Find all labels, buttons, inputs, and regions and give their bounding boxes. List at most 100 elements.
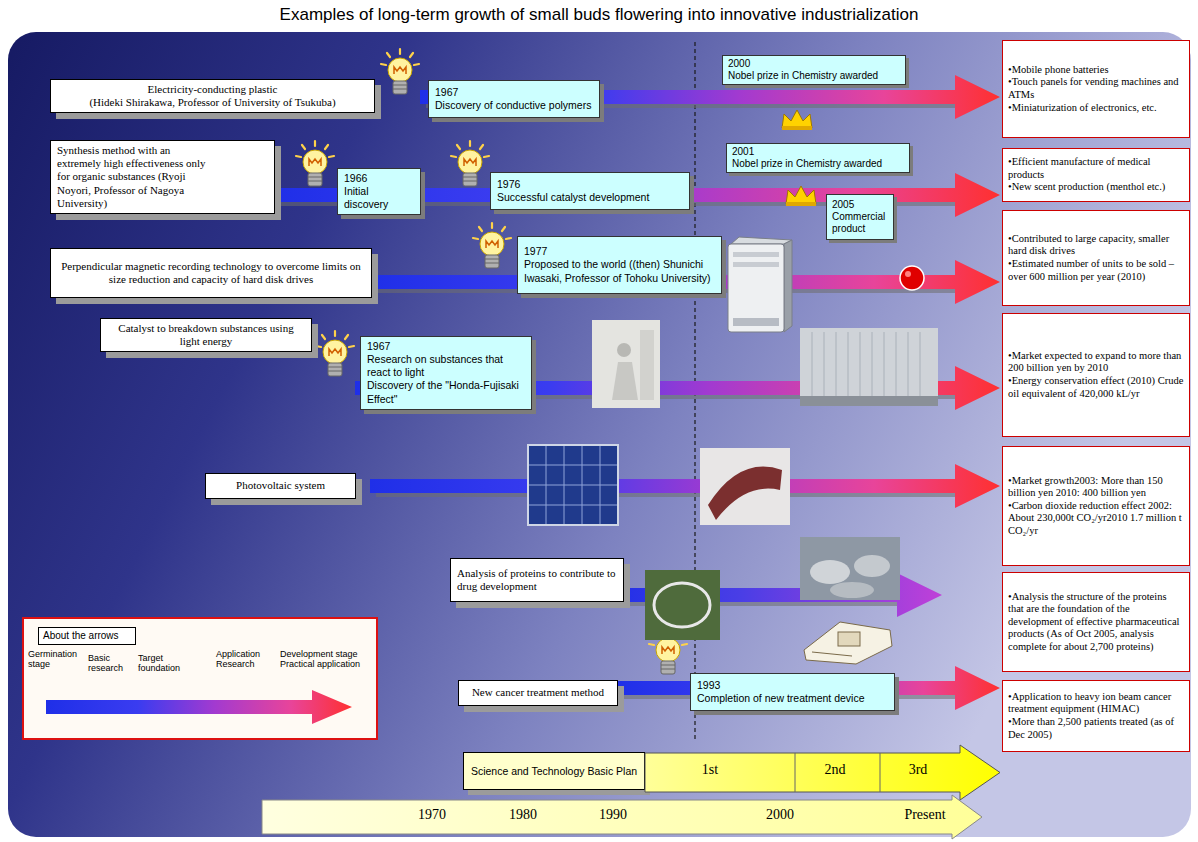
box-text: Research on substances that react to lig… <box>367 353 525 379</box>
topic-box: Electricity-conducting plastic(Hideki Sh… <box>50 79 375 113</box>
illustration-part <box>872 332 873 396</box>
illustration-part <box>728 244 784 332</box>
commercial-dot <box>900 266 924 290</box>
timeline-arrow: 1970198019902000Present <box>262 795 982 839</box>
box-text: 2001 <box>732 146 904 158</box>
milestone-callout: 1976Successful catalyst development <box>490 172 690 210</box>
milestone-callout: 2001Nobel prize in Chemistry awarded <box>726 143 910 173</box>
box-text: •Estimated number of units to be sold – … <box>1008 258 1184 283</box>
illustration-part <box>640 330 654 400</box>
box-text: 1993 <box>697 679 888 692</box>
ring-facility-photo <box>645 570 720 640</box>
crown-icon <box>782 110 812 130</box>
illustration-part <box>592 320 660 408</box>
box-text: •Miniaturization of electronics, etc. <box>1008 102 1184 115</box>
illustration-part <box>528 445 618 525</box>
illustration-part <box>836 332 837 396</box>
box-text: Germination stage <box>28 649 86 670</box>
milestone-callout: 1966Initial discovery <box>337 168 421 215</box>
box-text: Completion of new treatment device <box>697 692 888 705</box>
outcome-box: •Efficient manufacture of medical produc… <box>1002 148 1190 202</box>
box-text: Nobel prize in Chemistry awarded <box>732 158 904 170</box>
illustration-part <box>884 332 885 396</box>
illustration-part <box>700 448 790 525</box>
topic-box: Perpendicular magnetic recording technol… <box>50 248 372 298</box>
legend-heading-box: About the arrows <box>38 627 136 645</box>
box-text: 3rd <box>893 762 943 779</box>
illustration-part <box>896 332 897 396</box>
box-text: (Hideki Shirakawa, Professor of Universi… <box>57 96 368 109</box>
outcome-box: •Market expected to expand to more than … <box>1002 313 1190 437</box>
box-text: About the arrows <box>43 630 131 642</box>
plan-arrow-outline <box>645 745 1000 800</box>
illustration-part <box>905 271 911 277</box>
treatment-device-drawing <box>804 622 892 664</box>
illustration-part <box>900 266 924 290</box>
box-text: Perpendicular magnetic recording technol… <box>57 260 365 286</box>
illustration-part <box>731 237 792 244</box>
box-text: Successful catalyst development <box>497 191 683 204</box>
stage-arrows <box>275 75 1000 710</box>
idea-bulb <box>473 223 511 268</box>
illustration-part <box>854 555 890 577</box>
box-text: 1980 <box>498 807 548 824</box>
box-text: Target foundation <box>138 653 198 674</box>
box-text: •Efficient manufacture of medical produc… <box>1008 156 1184 181</box>
topic-box: Synthesis method with an extremely high … <box>50 140 275 214</box>
box-text: Application Research <box>216 649 278 670</box>
illustration-part <box>830 582 874 598</box>
illustration-part <box>617 343 631 357</box>
box-text: •New scent production (menthol etc.) <box>1008 181 1184 194</box>
box-text: Science and Technology Basic Plan <box>468 765 640 778</box>
box-text: New cancer treatment method <box>465 686 611 699</box>
box-text: 2000 <box>755 807 805 824</box>
box-text: 1990 <box>588 807 638 824</box>
illustration-part <box>812 652 852 656</box>
idea-bulb <box>296 141 334 186</box>
illustration-part <box>784 240 792 332</box>
milestone-callout: 1977Proposed to the world ((then) Shunic… <box>517 236 722 294</box>
box-text: •Analysis the structure of the proteins … <box>1008 591 1184 654</box>
illustration-part <box>908 332 909 396</box>
illustration-part <box>810 560 850 584</box>
stage-arrow <box>370 464 1000 508</box>
dome-facility-photo <box>800 537 900 600</box>
illustration-part <box>612 362 638 400</box>
plan-label-box: Science and Technology Basic Plan <box>463 752 645 790</box>
box-text: •More than 2,500 patients treated (as of… <box>1008 716 1184 741</box>
milestone-callout: 2000Nobel prize in Chemistry awarded <box>722 55 906 85</box>
plan-period-divider <box>795 753 796 792</box>
flexible-solar-photo <box>700 448 790 525</box>
illustration-part <box>529 485 617 486</box>
stage-arrow <box>420 75 1000 119</box>
illustration-part <box>800 537 900 600</box>
box-text: 1st <box>685 762 735 779</box>
box-text: 1967 <box>367 340 525 353</box>
box-text: •Carbon dioxide reduction effect 2002: A… <box>1008 500 1184 538</box>
illustration-part <box>529 446 617 524</box>
milestone-callout: 2005Commercial product <box>826 194 894 240</box>
box-text: 1966 <box>344 172 414 185</box>
box-text: Discovery of the "Honda-Fujisaki Effect" <box>367 379 525 405</box>
outcome-box: •Application to heavy ion beam cancer tr… <box>1002 680 1190 752</box>
photocatalyst-photo <box>592 320 660 408</box>
illustration-part <box>838 632 860 646</box>
topic-box: Catalyst to breakdown substances using l… <box>100 318 312 352</box>
box-text: 2005 <box>832 199 888 211</box>
illustration-part <box>529 505 617 506</box>
milestone-callout: 1967Research on substances that react to… <box>360 336 532 410</box>
milestone-callout: 1967Discovery of conductive polymers <box>428 80 600 118</box>
box-text: Catalyst to breakdown substances using l… <box>117 322 295 348</box>
illustration-part <box>800 328 938 406</box>
illustration-part <box>733 318 779 326</box>
box-text: •Energy conservation effect (2010) Crude… <box>1008 375 1184 400</box>
box-text: Analysis of proteins to contribute to dr… <box>457 567 617 593</box>
box-text: •Market growth2003: More than 150 billio… <box>1008 475 1184 500</box>
box-text: Synthesis method with an extremely high … <box>57 144 207 210</box>
box-text: 2000 <box>728 58 900 70</box>
box-text: Development stage Practical application <box>280 649 376 670</box>
plan-arrow: 1st 2nd 3rd <box>645 745 1000 800</box>
box-text: 2nd <box>810 762 860 779</box>
box-text: Photovoltaic system <box>212 479 349 492</box>
